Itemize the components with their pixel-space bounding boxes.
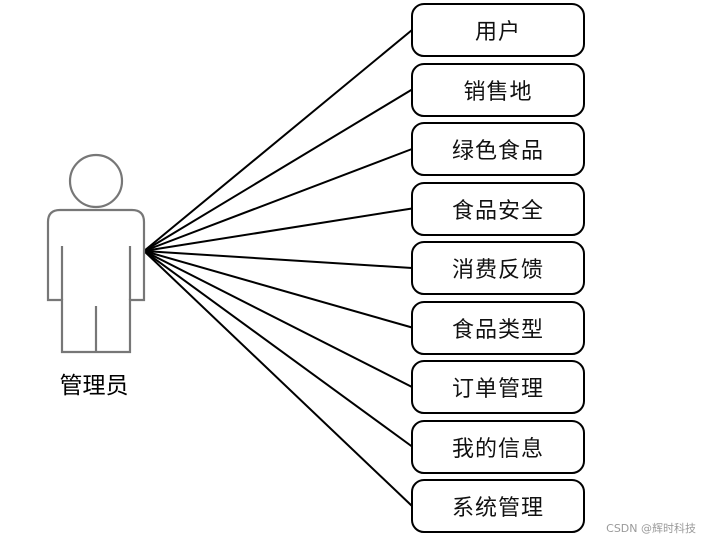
association-line-7 — [143, 250, 413, 388]
actor-head — [68, 153, 124, 209]
use-case-4: 食品安全 — [411, 181, 585, 236]
association-line-8 — [143, 250, 413, 448]
association-line-5 — [143, 250, 413, 269]
association-line-3 — [143, 148, 413, 252]
use-case-6: 食品类型 — [411, 300, 585, 355]
use-case-7: 订单管理 — [411, 360, 585, 414]
use-case-2: 销售地 — [411, 62, 585, 117]
association-line-4 — [143, 207, 413, 252]
use-case-1: 用户 — [411, 3, 585, 57]
use-case-5: 消费反馈 — [411, 241, 585, 295]
watermark: CSDN @辉时科技 — [606, 522, 696, 535]
use-case-9: 系统管理 — [411, 479, 585, 533]
actor-label: 管理员 — [59, 373, 129, 399]
association-line-2 — [143, 88, 413, 252]
actor-figure — [46, 153, 146, 354]
association-line-1 — [143, 29, 413, 252]
association-line-9 — [143, 250, 413, 507]
use-case-8: 我的信息 — [411, 419, 585, 474]
association-line-6 — [143, 250, 413, 329]
actor-body — [46, 208, 146, 354]
use-case-3: 绿色食品 — [411, 122, 585, 176]
